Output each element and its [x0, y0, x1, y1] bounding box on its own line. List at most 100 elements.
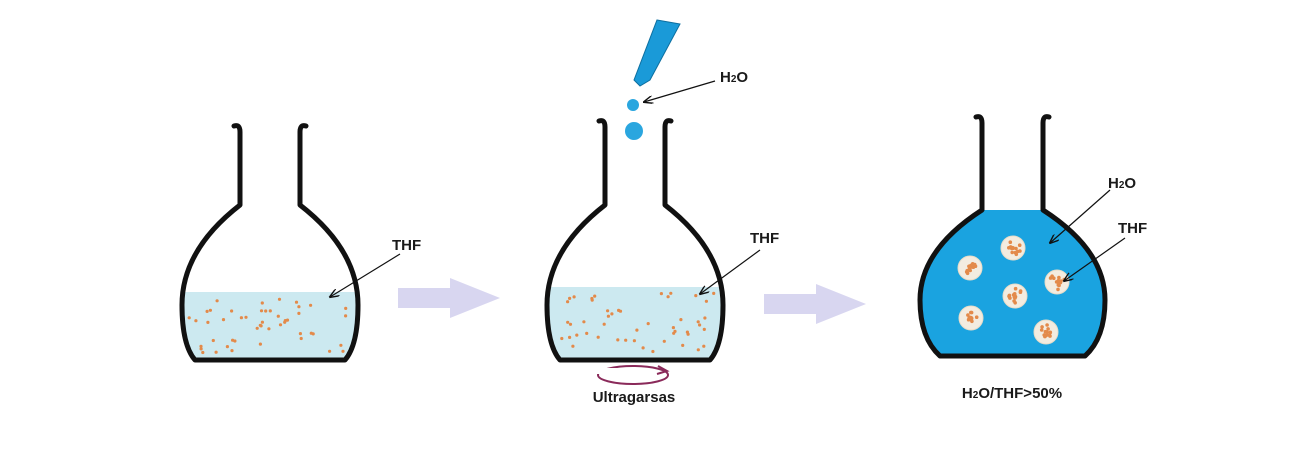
process-arrow-icon [764, 284, 866, 324]
particle-dot [309, 303, 313, 307]
particle-dot [566, 320, 570, 324]
micelles-3 [957, 235, 1070, 345]
particle-dot [297, 305, 301, 309]
particle-dot [571, 344, 575, 348]
particle-dot [702, 344, 706, 348]
thf-pointer-3 [1064, 237, 1126, 281]
particle-dot [582, 320, 586, 324]
thf-label-1: THF [392, 237, 421, 254]
thf-label-2: THF [750, 230, 779, 247]
particle-dot [230, 309, 234, 313]
flask-outline-1 [179, 123, 361, 363]
micelle [1000, 235, 1026, 261]
ultrasound-rotation-icon [595, 365, 670, 385]
particle-dot [662, 339, 666, 343]
particle-dot [590, 298, 594, 302]
particle-dot [344, 314, 348, 318]
particle-dot [298, 332, 302, 336]
particles-2 [560, 291, 716, 354]
flask-3: H2O THF [917, 114, 1147, 359]
particle-dot [244, 315, 248, 319]
particle-dot [344, 306, 348, 310]
pipette-icon [633, 19, 681, 87]
particle-dot [297, 311, 301, 315]
particle-dot [704, 299, 709, 303]
particle-dot [309, 331, 313, 335]
particle-dot [646, 322, 650, 326]
droplet-icon [625, 122, 643, 140]
particle-dot [679, 318, 683, 322]
particle-dot [268, 309, 272, 313]
particle-dot [694, 294, 698, 298]
particle-dot [259, 309, 264, 313]
particle-dot [635, 328, 639, 332]
micelle [1033, 319, 1059, 345]
water-pointer-2 [644, 80, 716, 102]
particle-dot [277, 297, 282, 301]
particle-dot [255, 326, 259, 330]
particle-dot [206, 320, 210, 324]
water-label-2: H2O [720, 69, 748, 86]
particle-dot [671, 326, 676, 330]
flask-outline-2 [544, 118, 726, 363]
ratio-caption: H2O/THF>50% [962, 385, 1062, 402]
particle-dot [659, 292, 664, 296]
micelle [1044, 269, 1070, 295]
particle-dot [624, 338, 628, 342]
particle-dot [199, 344, 203, 348]
particle-dot [199, 347, 203, 351]
particle-dot [194, 319, 198, 323]
water-pointer-3 [1050, 189, 1111, 243]
particle-dot [702, 327, 706, 331]
particle-dot [239, 316, 243, 320]
particle-dot [339, 343, 343, 347]
particle-dot [294, 300, 299, 304]
particle-dot [712, 291, 716, 295]
particle-dot [221, 318, 226, 322]
particle-dot [276, 314, 280, 318]
flask-2: THF [544, 118, 779, 363]
particle-dot [572, 295, 576, 299]
particle-dot [696, 348, 700, 352]
particle-dot [283, 320, 287, 324]
particle-dot [566, 300, 570, 304]
particle-dot [225, 345, 229, 349]
particle-dot [211, 338, 215, 343]
droplet-icon [627, 99, 639, 111]
particles-1 [187, 297, 348, 355]
particle-dot [596, 335, 600, 339]
particle-dot [230, 349, 234, 353]
particle-dot [258, 323, 262, 327]
particle-dot [666, 295, 670, 299]
particle-dot [260, 301, 264, 305]
particle-dot [215, 299, 219, 303]
particle-dot [568, 296, 572, 300]
particle-dot [672, 331, 676, 335]
particle-dot [187, 316, 191, 320]
water-label-3: H2O [1108, 175, 1136, 192]
thf-pointer-1 [330, 253, 401, 297]
particle-dot [641, 346, 645, 350]
particle-dot [267, 327, 271, 331]
particle-dot [651, 349, 655, 354]
particle-dot [610, 312, 614, 316]
process-arrow-icon [398, 278, 500, 318]
particle-dot [575, 333, 579, 337]
particle-dot [560, 336, 564, 341]
particle-dot [201, 350, 205, 355]
particle-dot [698, 323, 702, 327]
flask-outline-3 [917, 114, 1108, 359]
particle-dot [264, 309, 268, 313]
particle-dot [568, 322, 573, 326]
particle-dot [617, 308, 621, 312]
particle-dot [205, 309, 209, 313]
particle-dot [568, 335, 572, 339]
thf-pointer-2 [700, 249, 761, 294]
particle-dot [616, 338, 620, 342]
particle-dot [681, 343, 685, 347]
ultrasound-caption: Ultragarsas [593, 389, 676, 406]
particle-dot [260, 320, 264, 324]
particle-dot [214, 350, 218, 354]
thf-solution-1 [182, 292, 358, 358]
